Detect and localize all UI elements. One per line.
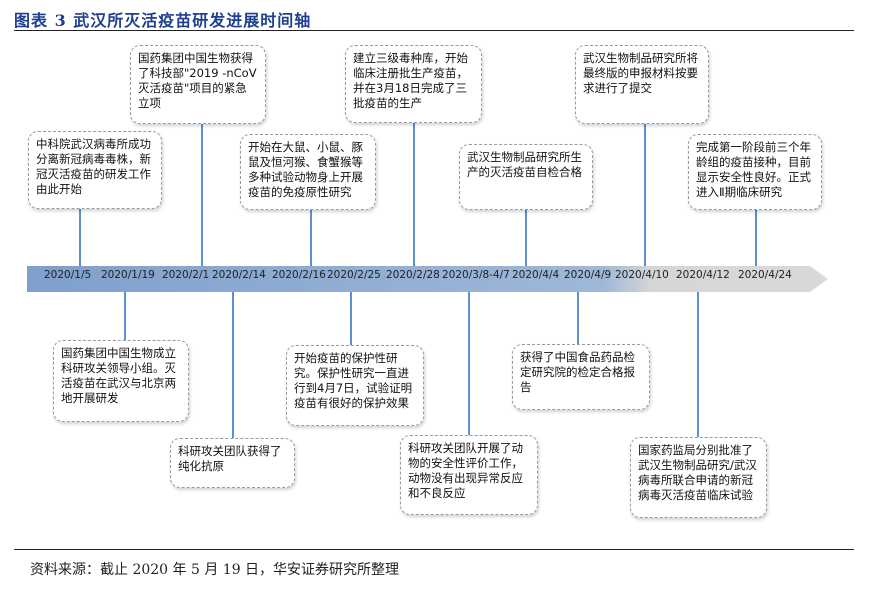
- event-box: 开始在大鼠、小鼠、豚鼠及恒河猴、食蟹猴等多种试验动物身上开展疫苗的免疫原性研究: [240, 134, 376, 210]
- date-label: 2020/2/1: [162, 269, 210, 281]
- event-box: 科研攻关团队开展了动物的安全性评价工作，动物没有出现异常反应和不良反应: [400, 435, 538, 515]
- event-box: 武汉生物制品研究所将最终版的申报材料按要求进行了提交: [575, 45, 709, 124]
- date-label: 2020/2/16: [272, 269, 326, 281]
- date-label: 2020/4/4: [512, 269, 560, 281]
- event-box: 武汉生物制品研究所生产的灭活疫苗自检合格: [459, 144, 593, 210]
- event-box: 中科院武汉病毒所成功分离新冠病毒毒株，新冠灭活疫苗的研发工作由此开始: [28, 131, 162, 209]
- top-rule: [14, 30, 854, 31]
- event-box: 建立三级毒种库，开始临床注册批生产疫苗，并在3月18日完成了三批疫苗的生产: [345, 45, 482, 123]
- date-label: 2020/4/9: [564, 269, 612, 281]
- event-box: 完成第一阶段前三个年龄组的疫苗接种，目前显示安全性良好。正式进入Ⅱ期临床研究: [688, 134, 822, 210]
- event-box: 开始疫苗的保护性研究。保护性研究一直进行到4月7日，试验证明疫苗有很好的保护效果: [286, 345, 424, 426]
- event-box: 科研攻关团队获得了纯化抗原: [170, 438, 295, 488]
- date-label: 2020/1/19: [101, 269, 155, 281]
- bottom-rule: [14, 549, 854, 550]
- date-label: 2020/4/24: [738, 269, 792, 281]
- date-label: 2020/3/8-4/7: [442, 269, 510, 281]
- event-box: 获得了中国食品药品检定研究院的检定合格报告: [512, 344, 650, 410]
- figure-title: 图表 3 武汉所灭活疫苗研发进展时间轴: [14, 11, 312, 30]
- event-box: 国家药监局分别批准了武汉生物制品研究/武汉病毒所联合申请的新冠病毒灭活疫苗临床试…: [630, 437, 767, 518]
- date-label: 2020/2/14: [212, 269, 266, 281]
- timeline-arrow: [27, 266, 828, 292]
- source-note: 资料来源：截止 2020 年 5 月 19 日，华安证券研究所整理: [30, 562, 400, 578]
- event-box: 国药集团中国生物成立科研攻关领导小组。灭活疫苗在武汉与北京两地开展研发: [53, 340, 189, 422]
- date-label: 2020/4/12: [676, 269, 730, 281]
- date-label: 2020/4/10: [615, 269, 669, 281]
- date-label: 2020/2/28: [386, 269, 440, 281]
- date-label: 2020/1/5: [44, 269, 92, 281]
- date-label: 2020/2/25: [327, 269, 381, 281]
- event-box: 国药集团中国生物获得了科技部"2019 -nCoV灭活疫苗"项目的紧急立项: [130, 45, 266, 124]
